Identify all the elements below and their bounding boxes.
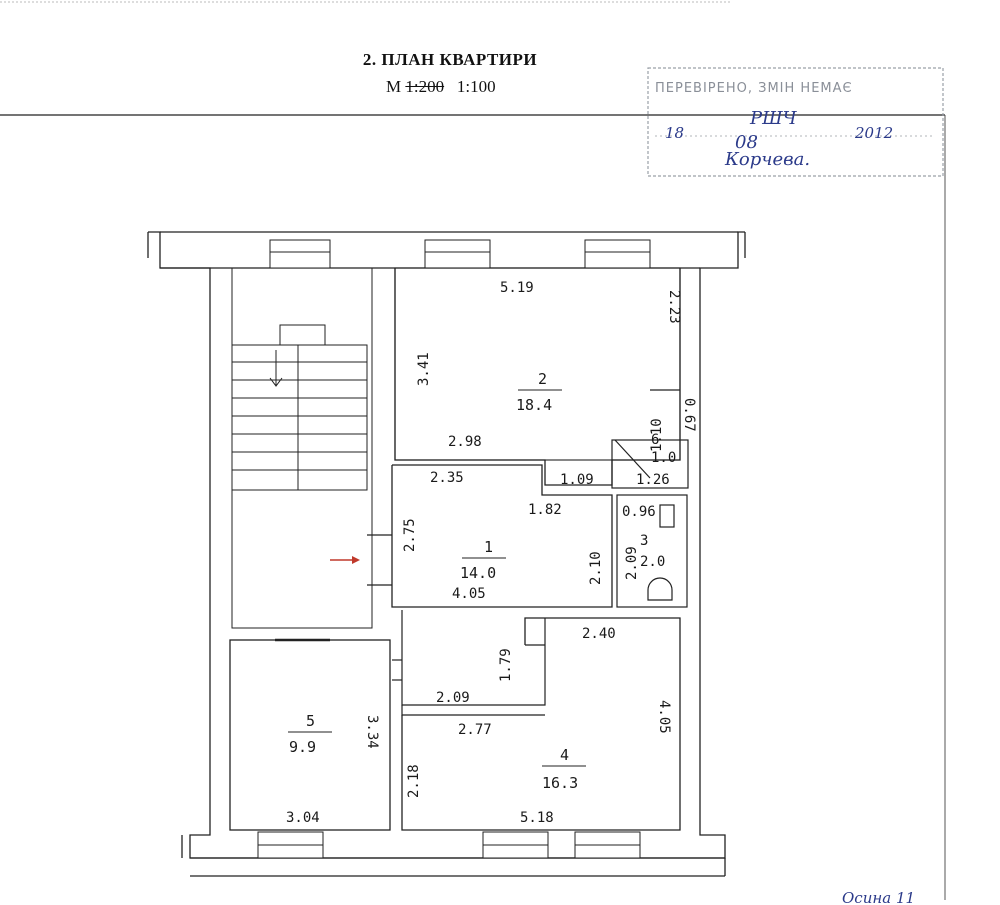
approval-stamp: ПЕРЕВІРЕНО, ЗМІН НЕМАЄ 18 08 2012 РШЧ Ко… (647, 67, 944, 177)
room-2-walls (394, 267, 681, 486)
room-4-number: 4 (560, 746, 569, 764)
room-2-area: 18.4 (516, 396, 552, 414)
stamp-text: ПЕРЕВІРЕНО, ЗМІН НЕМАЄ (655, 81, 853, 96)
stamp-org: РШЧ (749, 108, 798, 129)
stairwell (231, 267, 373, 629)
dim-room1-bottom: 4.05 (452, 586, 486, 602)
room-3-number: 3 (640, 533, 648, 549)
stamp-year: 2012 (854, 124, 893, 142)
plan-scale: М 1:200 1:100 (386, 77, 496, 97)
dim-room4-mid: 2.77 (458, 722, 492, 738)
room-5-walls (229, 638, 391, 831)
room-1-area: 14.0 (460, 564, 496, 582)
dim-room6-w: 1.26 (636, 472, 670, 488)
windows-bottom (257, 831, 641, 859)
dim-room4-bottom: 5.18 (520, 810, 554, 826)
room-6-label: 6 1.0 (651, 432, 676, 466)
room-6-area: 1.0 (651, 450, 676, 466)
dim-room3-w: 0.96 (622, 504, 656, 520)
dim-room6-h: 1.10 (649, 418, 665, 452)
room-6-number: 6 (651, 432, 659, 448)
dim-hall-h: 1.79 (498, 648, 514, 682)
dim-room1-left: 2.75 (402, 518, 418, 552)
windows-top (269, 239, 651, 269)
room-1-walls (367, 464, 613, 608)
dim-room1-right: 2.10 (588, 551, 604, 585)
room-2-number: 2 (538, 370, 547, 388)
entrance-arrow (330, 556, 360, 564)
dim-room2-right: 2.23 (666, 290, 682, 324)
dim-room5-right: 3.34 (364, 715, 380, 749)
dim-room2-bottom: 2.98 (448, 434, 482, 450)
scale-prefix: М (386, 77, 402, 96)
dimension-labels: 5.19 2.23 3.41 2.98 0.67 2.35 1.09 1.82 … (286, 280, 697, 826)
dim-room4-top: 2.40 (582, 626, 616, 642)
room-5-number: 5 (306, 712, 315, 730)
room-4-label: 4 16.3 (542, 746, 586, 792)
dim-room2-left: 3.41 (416, 352, 432, 386)
room-2-label: 2 18.4 (516, 370, 562, 414)
stamp-month: 08 (735, 132, 758, 153)
scale-new: 1:100 (456, 77, 496, 96)
room-5-label: 5 9.9 (288, 712, 332, 756)
room-5-area: 9.9 (289, 738, 316, 756)
dim-room4-left: 2.18 (406, 764, 422, 798)
dim-room5-bottom: 3.04 (286, 810, 320, 826)
room-4-area: 16.3 (542, 774, 578, 792)
room-4-walls (401, 617, 681, 831)
corner-note: Осина 11 (842, 889, 915, 905)
dim-room2-diag: 0.67 (681, 398, 697, 432)
room-3-area: 2.0 (640, 554, 665, 570)
stamp-day: 18 (665, 124, 684, 142)
room-6-3-walls (611, 439, 689, 608)
stamp-signature: Корчева. (724, 149, 810, 170)
dim-corr-mid: 1.82 (528, 502, 562, 518)
plan-title: 2. ПЛАН КВАРТИРИ (362, 50, 538, 69)
room-1-label: 1 14.0 (460, 538, 506, 582)
dim-corr-step: 1.09 (560, 472, 594, 488)
dim-room2-top: 5.19 (500, 280, 534, 296)
scale-old: 1:200 (405, 77, 445, 96)
dim-corr-top: 2.35 (430, 470, 464, 486)
room-3-label: 3 2.0 (640, 533, 665, 570)
dim-room4-right: 4.05 (656, 700, 672, 734)
dim-hall-w: 2.09 (436, 690, 470, 706)
dim-room3-h: 2.09 (624, 546, 640, 580)
room-1-number: 1 (484, 538, 493, 556)
